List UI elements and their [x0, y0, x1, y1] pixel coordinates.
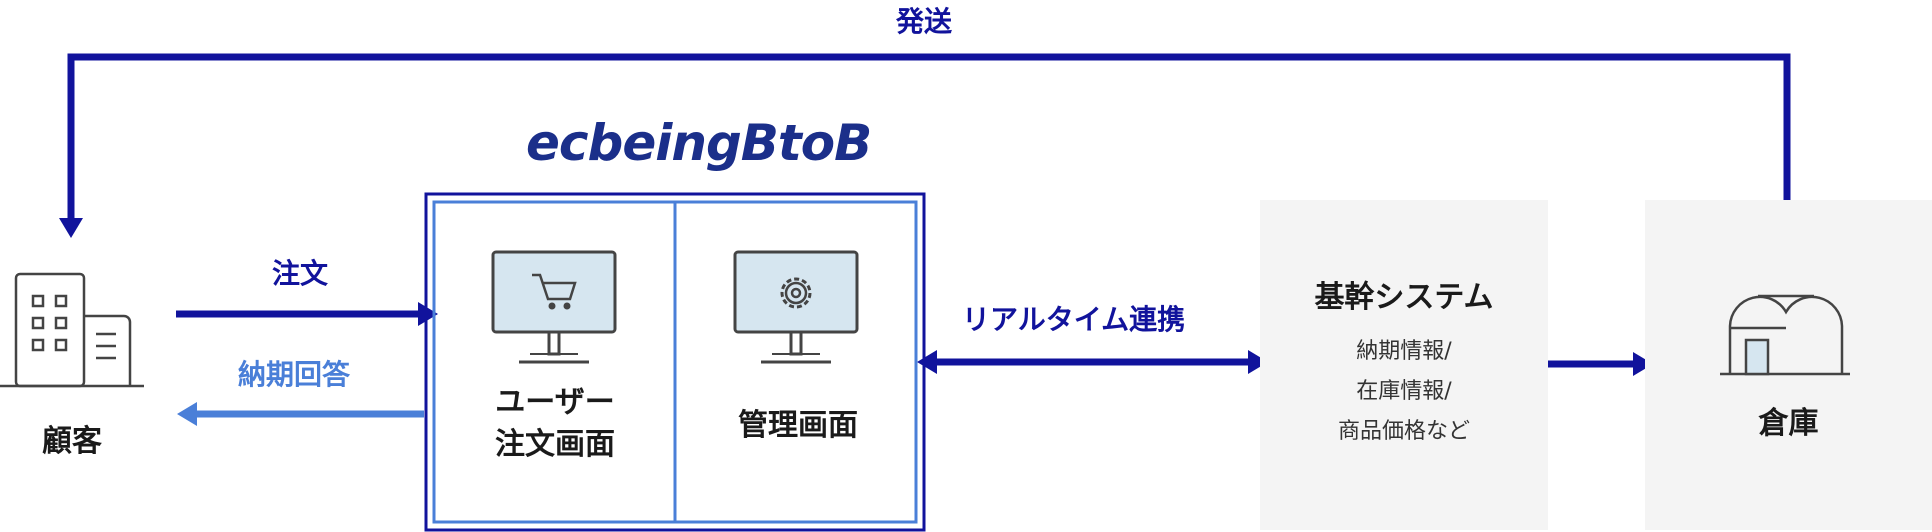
order-arrowhead	[418, 302, 438, 326]
core-system-panel	[1260, 200, 1548, 530]
ecbeing-logo: ecbeingBtoB	[526, 114, 872, 172]
core-system-title: 基幹システム	[1314, 280, 1494, 315]
user-order-screen-line1: ユーザー	[495, 385, 615, 420]
user-order-screen-title: ユーザー 注文画面	[470, 382, 640, 466]
realtime-label: リアルタイム連携	[962, 303, 1186, 336]
delivery-reply-arrowhead	[177, 402, 197, 426]
core-to-warehouse-arrowhead	[1633, 352, 1653, 376]
shipping-line	[67, 53, 1791, 218]
core-detail-stock: 在庫情報/	[1356, 379, 1452, 404]
core-detail-delivery: 納期情報/	[1356, 339, 1452, 364]
realtime-arrowhead-left	[917, 350, 937, 374]
realtime-arrowhead-right	[1248, 350, 1268, 374]
warehouse-icon	[1720, 294, 1850, 376]
user-order-screen-line2: 注文画面	[495, 427, 615, 462]
order-label: 注文	[272, 257, 329, 290]
system-outer-frame	[424, 192, 926, 532]
admin-screen-title: 管理画面	[738, 408, 858, 443]
warehouse-panel	[1645, 200, 1932, 530]
warehouse-title: 倉庫	[1758, 406, 1819, 441]
building-icon	[0, 272, 144, 388]
shipping-arrowhead	[59, 218, 83, 238]
monitor-gear-icon	[733, 250, 859, 364]
shipping-label: 発送	[896, 5, 953, 38]
core-detail-price: 商品価格など	[1337, 419, 1470, 444]
delivery-reply-label: 納期回答	[238, 358, 351, 391]
monitor-cart-icon	[491, 250, 617, 364]
core-system-details: 納期情報/ 在庫情報/ 商品価格など	[1260, 332, 1548, 452]
customer-title: 顧客	[42, 424, 102, 459]
